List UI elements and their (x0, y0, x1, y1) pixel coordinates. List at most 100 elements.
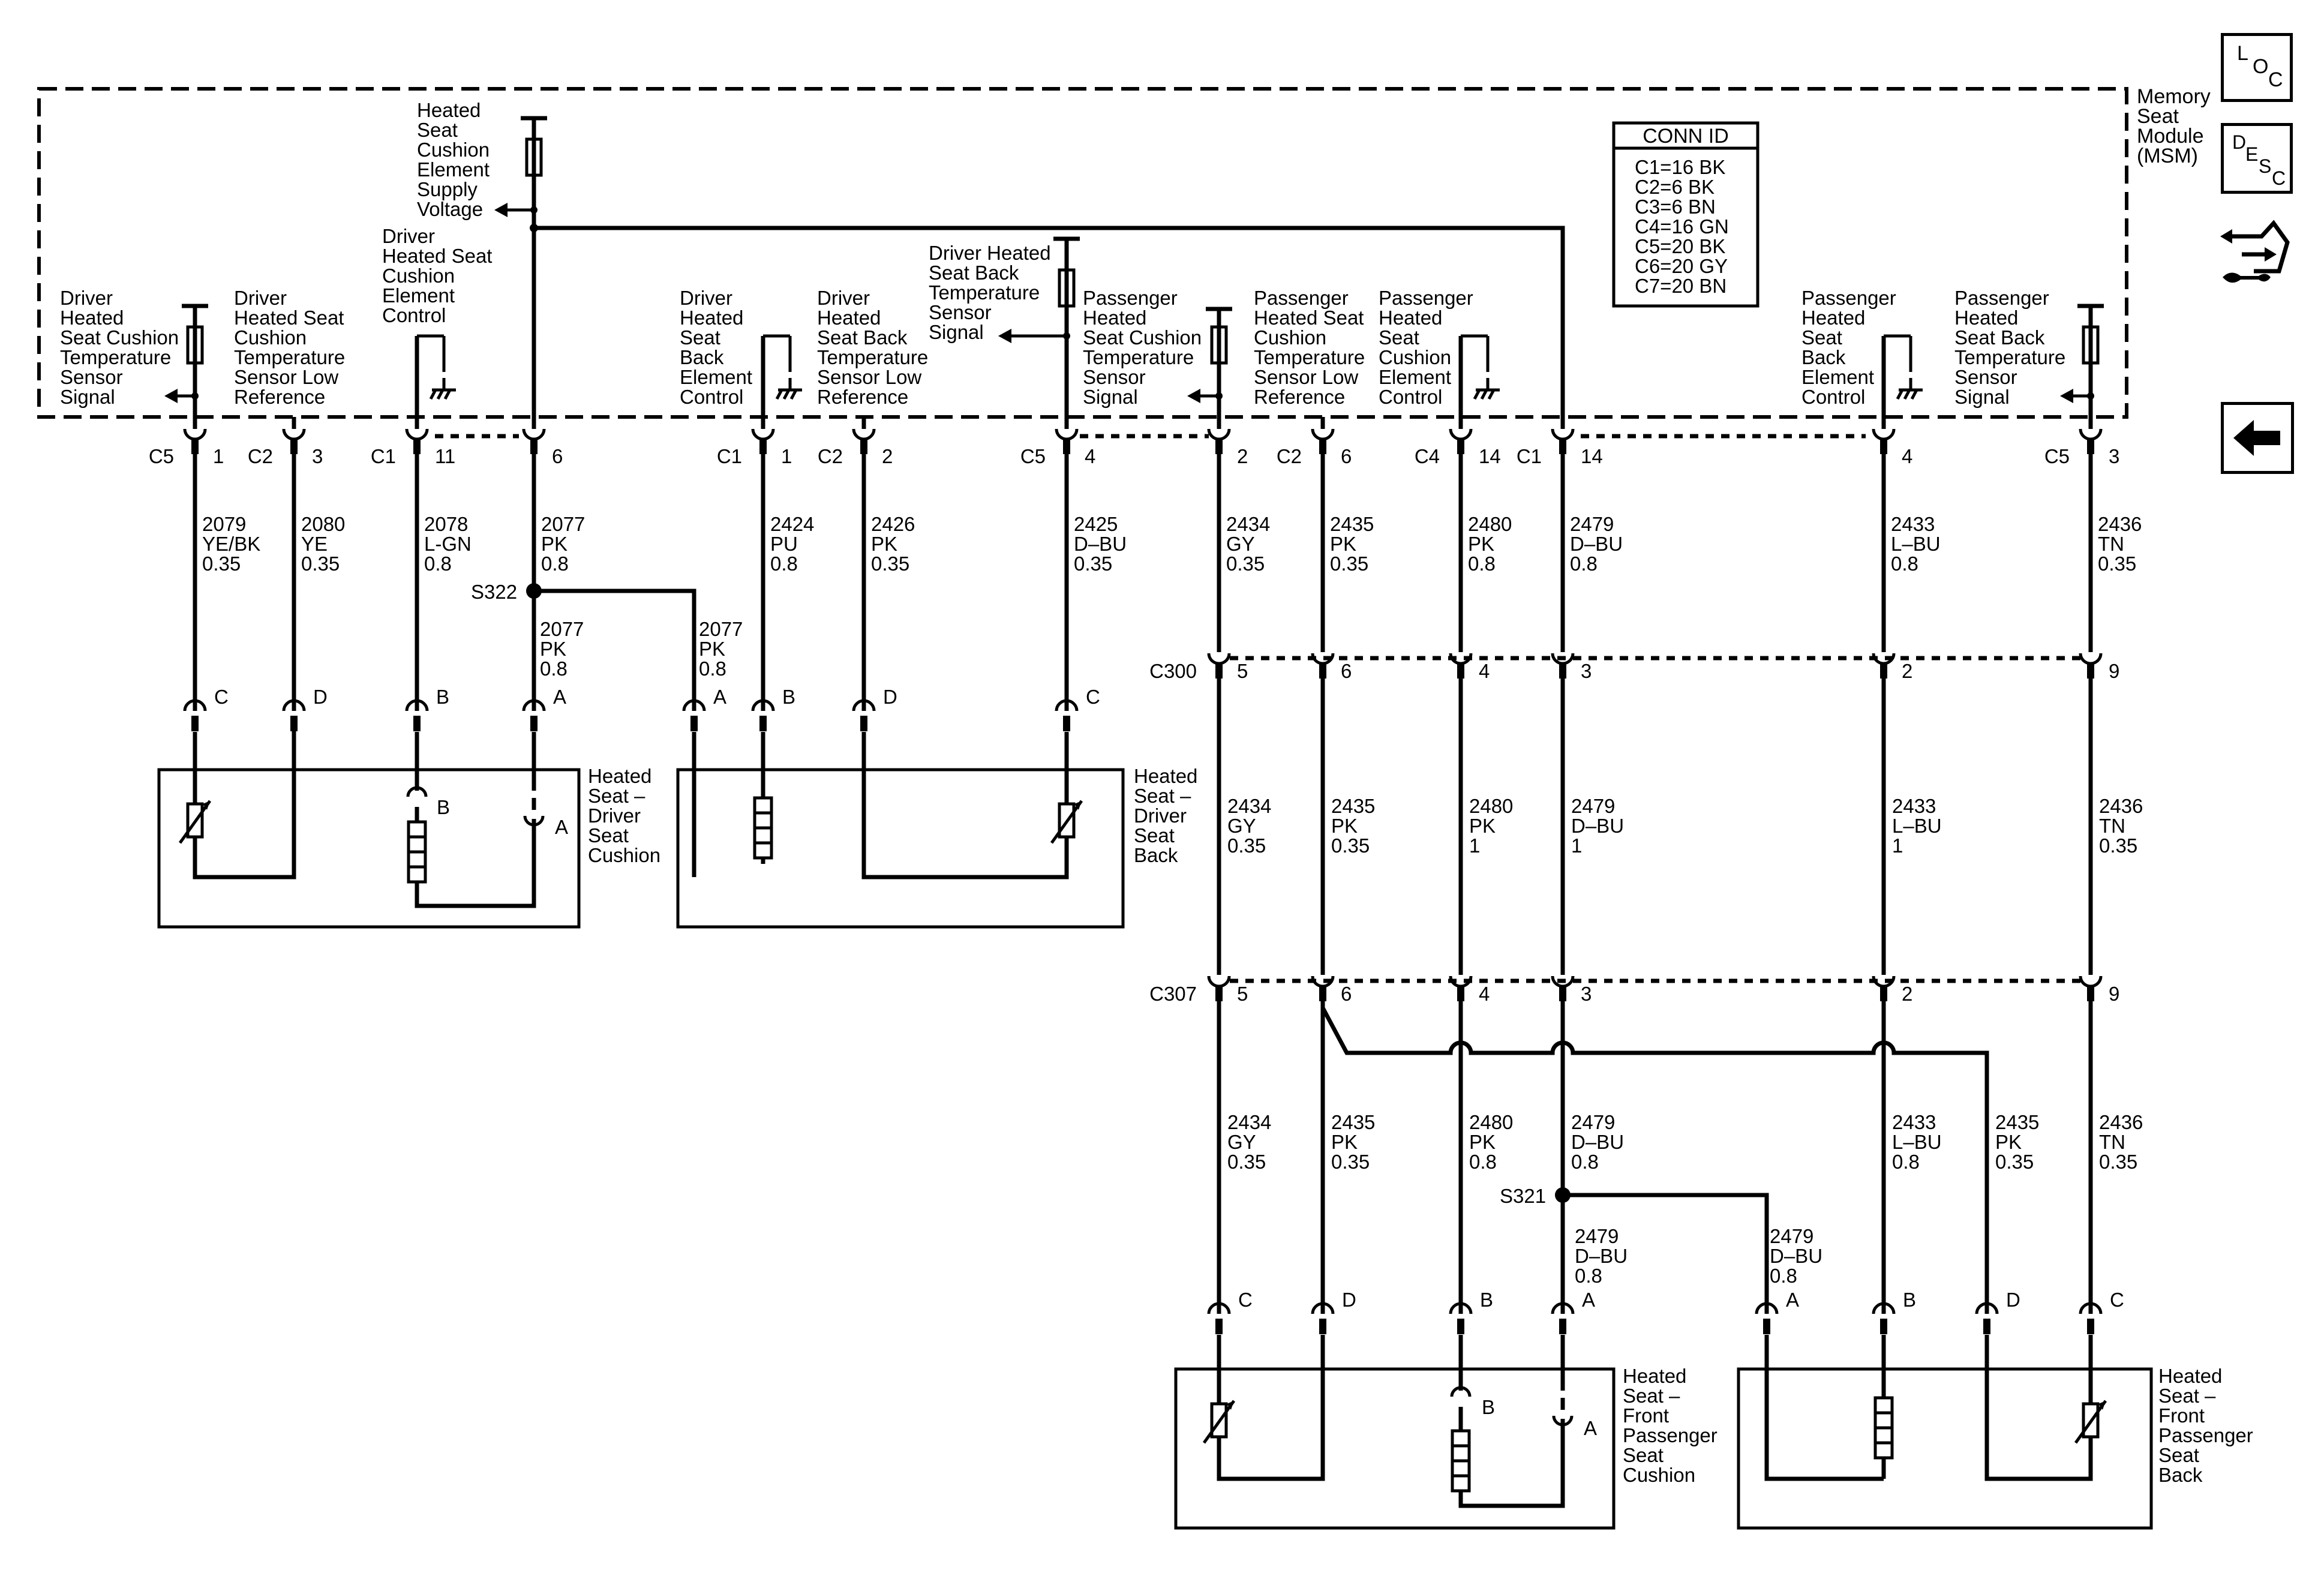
module-name: Memory Seat Module (MSM) (2137, 85, 2211, 167)
circuit-label: 2480 (1469, 1111, 1513, 1133)
svg-text:Seat Back: Seat Back (929, 262, 1019, 284)
module-pin-number: 4 (1085, 445, 1095, 467)
svg-text:Heated: Heated (1379, 307, 1442, 329)
svg-text:Heated: Heated (1083, 307, 1146, 329)
conn-id-row: C1=16 BK (1635, 156, 1725, 178)
module-pin-number: 3 (2109, 445, 2119, 467)
driver-cushion-low-ref-label: Driver Heated Seat Cushion Temperature S… (234, 287, 345, 408)
back-button[interactable] (2221, 402, 2294, 474)
c307-pin-number: 6 (1341, 983, 1352, 1005)
svg-text:Cushion: Cushion (234, 326, 307, 349)
circuit-label: 0.35 (1330, 553, 1368, 575)
svg-text:Control: Control (1379, 386, 1442, 408)
component-name-line: Heated (1623, 1365, 1686, 1387)
c307-pin-terminal (2079, 975, 2103, 1001)
component-name-line: Seat – (1623, 1385, 1680, 1407)
circuit-label: GY (1227, 1131, 1256, 1153)
conn-id-table: CONN ID C1=16 BK C2=6 BK C3=6 BN C4=16 G… (1612, 121, 1759, 308)
svg-text:Sensor: Sensor (60, 366, 123, 388)
circuit-label: PK (1468, 533, 1494, 555)
c300-pin-number: 9 (2109, 660, 2119, 682)
c307-pin-number: 4 (1479, 983, 1490, 1005)
pas_cushion-pin-label: D (1342, 1289, 1356, 1311)
svg-text:0.8: 0.8 (699, 658, 726, 680)
c307-pin-terminal (1449, 975, 1473, 1001)
svg-text:Heated: Heated (60, 307, 124, 329)
svg-text:C: C (2272, 167, 2286, 189)
svg-text:Seat: Seat (680, 326, 720, 349)
svg-text:Element: Element (1379, 366, 1451, 388)
svg-text:PK: PK (540, 638, 566, 660)
svg-text:Passenger: Passenger (1254, 287, 1349, 309)
svg-text:Seat Back: Seat Back (1954, 326, 2045, 349)
svg-text:Control: Control (680, 386, 743, 408)
svg-text:Temperature: Temperature (1954, 346, 2065, 368)
c300-pin-terminal (1872, 653, 1896, 679)
drv_back-pin-label: D (883, 686, 897, 708)
conn-id-row: C6=20 GY (1635, 255, 1728, 277)
circuit-label: 0.8 (424, 553, 452, 575)
svg-text:Temperature: Temperature (234, 346, 345, 368)
c307-pin-terminal (1207, 975, 1231, 1001)
svg-text:Cushion: Cushion (382, 265, 455, 287)
circuit-label: 2077 (541, 513, 585, 535)
splices: S322 2077 PK 0.8 2077 PK 0.8 S321 2479 D… (471, 581, 1822, 1287)
circuit-label: 2435 (1330, 513, 1374, 535)
svg-text:Reference: Reference (234, 386, 325, 408)
svg-text:Heated Seat: Heated Seat (1254, 307, 1364, 329)
component-driver-seat-back: Heated Seat – Driver Seat Back (676, 732, 1197, 929)
module-pin-number: 4 (1902, 445, 1912, 467)
passenger-back-temp-signal-label: Passenger Heated Seat Back Temperature S… (1954, 287, 2065, 408)
svg-text:Sensor Low: Sensor Low (234, 366, 338, 388)
svg-text:C: C (2268, 68, 2283, 91)
circuit-label: 1 (1469, 834, 1480, 857)
pas_cushion-pin-terminal (1551, 1302, 1575, 1334)
svg-text:E: E (2245, 143, 2258, 165)
svg-text:Heated Seat: Heated Seat (382, 245, 492, 267)
module-connector-label: C1 (717, 445, 742, 467)
c300-pin-terminal (1311, 653, 1335, 679)
svg-text:Signal: Signal (1954, 386, 2010, 408)
description-button[interactable]: D E S C (2221, 123, 2293, 194)
circuit-label: YE (301, 533, 328, 555)
circuit-label: 2435 (1331, 1111, 1375, 1133)
svg-text:Seat: Seat (1379, 326, 1419, 349)
c307-pin-number: 5 (1237, 983, 1248, 1005)
svg-text:Signal: Signal (1083, 386, 1138, 408)
pas_back-pin-terminal (1975, 1302, 1999, 1334)
module-connector-label: C2 (1277, 445, 1302, 467)
svg-text:Reference: Reference (1254, 386, 1345, 408)
circuit-label: D–BU (1571, 1131, 1624, 1153)
splice-s321-label: S321 (1500, 1185, 1546, 1207)
splice-s321-dot (1555, 1187, 1571, 1203)
inner-pin-label: A (1584, 1417, 1597, 1439)
circuit-label: 2434 (1226, 513, 1270, 535)
component-name-line: Front (2158, 1404, 2205, 1427)
c307-pin-number: 2 (1902, 983, 1912, 1005)
conn-id-row: C2=6 BK (1635, 176, 1715, 198)
supply-voltage-label: Heated Seat Cushion Element Supply Volta… (417, 99, 490, 220)
svg-text:S: S (2259, 155, 2271, 177)
circuit-label: 2479 (1571, 1111, 1615, 1133)
c307-pin-number: 3 (1581, 983, 1592, 1005)
drv_cushion-pin-label: B (436, 686, 449, 708)
repair-hand-button[interactable] (2217, 211, 2295, 300)
svg-text:Signal: Signal (60, 386, 115, 408)
c300-pin-number: 5 (1237, 660, 1248, 682)
circuit-label: 0.35 (1074, 553, 1112, 575)
location-button[interactable]: L O C (2221, 33, 2293, 102)
svg-text:Back: Back (680, 346, 724, 368)
pas_cushion-pin-terminal (1311, 1302, 1335, 1334)
drv_back-pin-terminal (1055, 699, 1079, 731)
svg-text:Driver: Driver (817, 287, 870, 309)
pas_back-pin-label: D (2006, 1289, 2020, 1311)
svg-text:Heated: Heated (1801, 307, 1865, 329)
connector-c307-label: C307 (1149, 983, 1197, 1005)
driver-back-temp-signal-label: Driver Heated Seat Back Temperature Sens… (929, 242, 1051, 343)
svg-text:Temperature: Temperature (60, 346, 171, 368)
pas_back-pin-label: B (1903, 1289, 1916, 1311)
module-name-line: Seat (2137, 105, 2179, 128)
svg-text:D–BU: D–BU (1575, 1245, 1628, 1267)
circuit-label: 2436 (2098, 513, 2142, 535)
circuit-label: 2078 (424, 513, 468, 535)
